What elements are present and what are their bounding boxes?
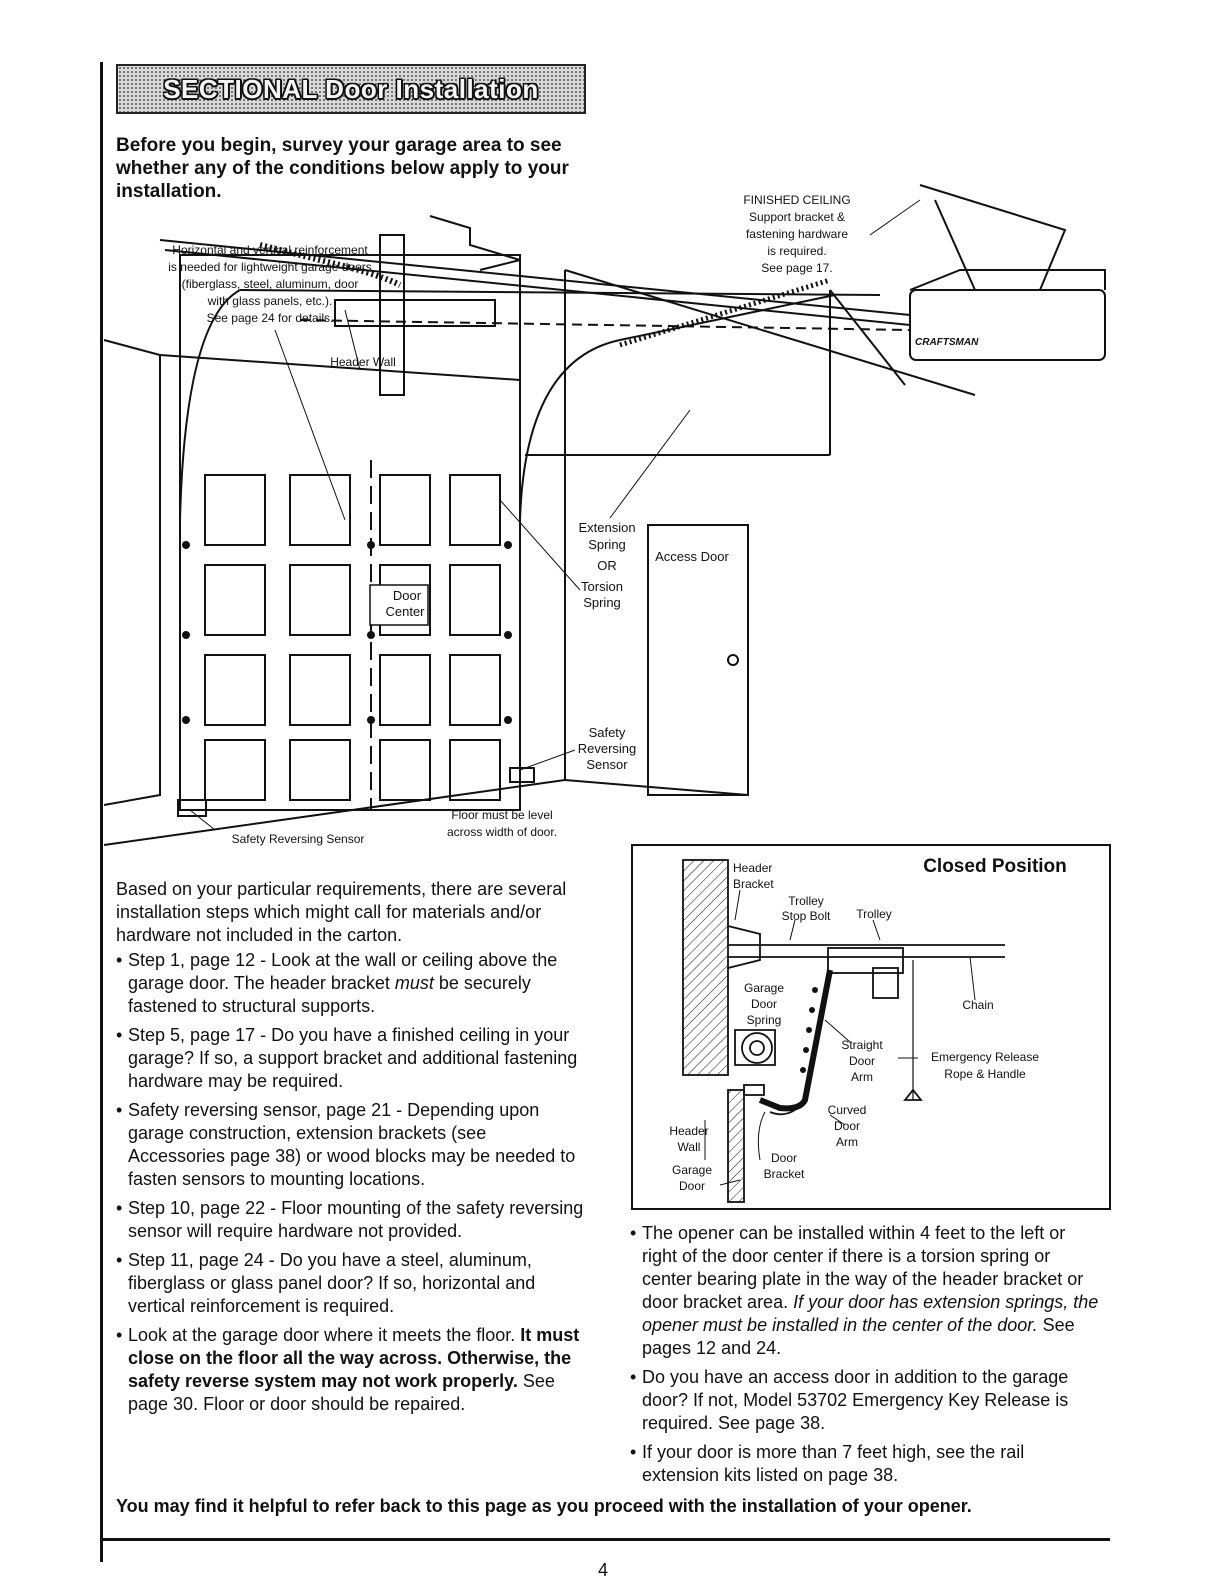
curved-door-arm-line-1: Curved [828, 1103, 867, 1117]
garage-door-inset-line-1: Garage [672, 1163, 712, 1177]
floor-note-line-1: Floor must be level [451, 808, 552, 822]
header-wall-inset-line-2: Wall [678, 1140, 701, 1154]
section-title-banner: SECTIONAL Door Installation [116, 64, 586, 114]
requirements-intro: Based on your particular requirements, t… [116, 879, 567, 945]
page-title: SECTIONAL Door Installation [163, 73, 539, 104]
access-door-label: Access Door [655, 549, 729, 564]
notes-list: The opener can be installed within 4 fee… [630, 1222, 1100, 1487]
door-center-line-2: Center [385, 604, 425, 619]
list-item: Step 11, page 24 - Do you have a steel, … [116, 1249, 586, 1318]
finished-ceiling-line-1: FINISHED CEILING [743, 193, 850, 207]
door-center-line-1: Door [393, 588, 422, 603]
emergency-release-line-2: Rope & Handle [944, 1067, 1026, 1081]
left-margin-rule [100, 62, 103, 1562]
door-bracket-line-1: Door [771, 1151, 797, 1165]
curved-door-arm-line-2: Door [834, 1119, 860, 1133]
garage-door-spring-line-1: Garage [744, 981, 784, 995]
header-bracket-line-2: Bracket [733, 877, 774, 891]
trolley-stop-bolt-line-1: Trolley [788, 894, 824, 908]
reinforcement-note-line-5: See page 24 for details. [207, 311, 334, 325]
finished-ceiling-line-2: Support bracket & [749, 210, 845, 224]
page-number: 4 [598, 1560, 609, 1580]
straight-door-arm-line-3: Arm [851, 1070, 873, 1084]
left-column-text: Based on your particular requirements, t… [116, 878, 586, 1422]
extension-spring-line-2: Spring [588, 537, 626, 552]
garage-door-spring-line-2: Door [751, 997, 777, 1011]
reinforcement-note-line-3: (fiberglass, steel, aluminum, door [182, 277, 359, 291]
opener-brand-logo: CRAFTSMAN [915, 337, 979, 348]
torsion-spring-line-2: Spring [583, 595, 621, 610]
garage-door-spring-line-3: Spring [747, 1013, 782, 1027]
list-item: Step 10, page 22 - Floor mounting of the… [116, 1197, 586, 1243]
list-item: Look at the garage door where it meets t… [116, 1324, 586, 1416]
sensor-right-line-1: Safety [589, 725, 626, 740]
extension-spring-line-1: Extension [578, 520, 635, 535]
sensor-left-label: Safety Reversing Sensor [232, 832, 365, 846]
floor-note-line-2: across width of door. [447, 825, 557, 839]
sensor-right-line-2: Reversing [578, 741, 637, 756]
finished-ceiling-line-3: fastening hardware [746, 227, 848, 241]
list-item: The opener can be installed within 4 fee… [630, 1222, 1100, 1360]
list-item: Do you have an access door in addition t… [630, 1366, 1100, 1435]
straight-door-arm-line-1: Straight [841, 1038, 883, 1052]
list-item: Safety reversing sensor, page 21 - Depen… [116, 1099, 586, 1191]
curved-door-arm-line-3: Arm [836, 1135, 858, 1149]
reinforcement-note-line-2: is needed for lightweight garage doors [168, 260, 371, 274]
header-wall-inset-line-1: Header [669, 1124, 708, 1138]
closing-note: You may find it helpful to refer back to… [116, 1496, 972, 1516]
straight-door-arm-line-2: Door [849, 1054, 875, 1068]
closed-position-diagram: Closed Position Header Bracket Trolley S… [631, 844, 1111, 1210]
header-bracket-line-1: Header [733, 861, 772, 875]
finished-ceiling-line-5: See page 17. [761, 261, 832, 275]
list-item: Step 5, page 17 - Do you have a finished… [116, 1024, 586, 1093]
torsion-spring-line-1: Torsion [581, 579, 623, 594]
requirements-list: Step 1, page 12 - Look at the wall or ce… [116, 949, 586, 1416]
bottom-rule [100, 1538, 1110, 1541]
closed-position-title: Closed Position [923, 856, 1067, 877]
list-item: If your door is more than 7 feet high, s… [630, 1441, 1100, 1487]
extension-spring-or: OR [597, 558, 617, 573]
list-item: Step 1, page 12 - Look at the wall or ce… [116, 949, 586, 1018]
right-column-text: The opener can be installed within 4 fee… [630, 1222, 1100, 1493]
sensor-right-line-3: Sensor [586, 757, 628, 772]
door-bracket-line-2: Bracket [764, 1167, 805, 1181]
emergency-release-line-1: Emergency Release [931, 1050, 1039, 1064]
garage-door-inset-line-2: Door [679, 1179, 705, 1193]
garage-installation-diagram: Horizontal and vertical reinforcement is… [103, 184, 1106, 846]
reinforcement-note-line-4: with glass panels, etc.). [207, 294, 333, 308]
trolley-stop-bolt-line-2: Stop Bolt [782, 909, 831, 923]
reinforcement-note-line-1: Horizontal and vertical reinforcement [172, 243, 368, 257]
intro-paragraph: Before you begin, survey your garage are… [116, 135, 569, 202]
trolley-label: Trolley [856, 907, 892, 921]
chain-label: Chain [962, 998, 993, 1012]
finished-ceiling-line-4: is required. [767, 244, 826, 258]
header-wall-label: Header Wall [330, 355, 396, 369]
